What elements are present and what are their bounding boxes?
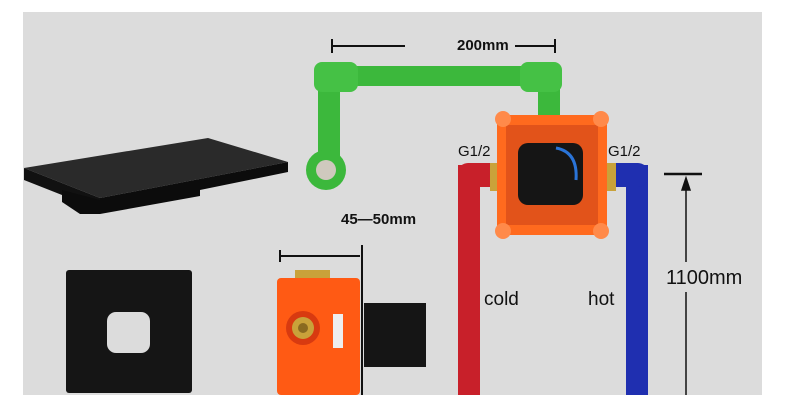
green-outlet-pipe [306,62,562,190]
height-dimension-arrow [664,172,702,395]
square-cover-plate [66,270,192,393]
waterfall-shower-head [24,138,288,214]
right-thread-label: G1/2 [608,143,641,160]
height-label: 1100mm [666,267,743,289]
spacing-label: 200mm [457,37,509,54]
outlet-fitting-icon [316,160,336,180]
valve-side-view [277,270,426,395]
depth-dimension-marker [279,245,363,395]
dimension-200mm-marker [331,39,556,53]
left-thread-label: G1/2 [458,143,491,160]
depth-label: 45—50mm [341,211,417,228]
valve-stem-icon [364,303,426,367]
cold-label: cold [484,289,519,310]
concealed-valve-box [490,111,616,239]
valve-handle-icon [518,143,583,205]
hot-label: hot [588,289,615,310]
